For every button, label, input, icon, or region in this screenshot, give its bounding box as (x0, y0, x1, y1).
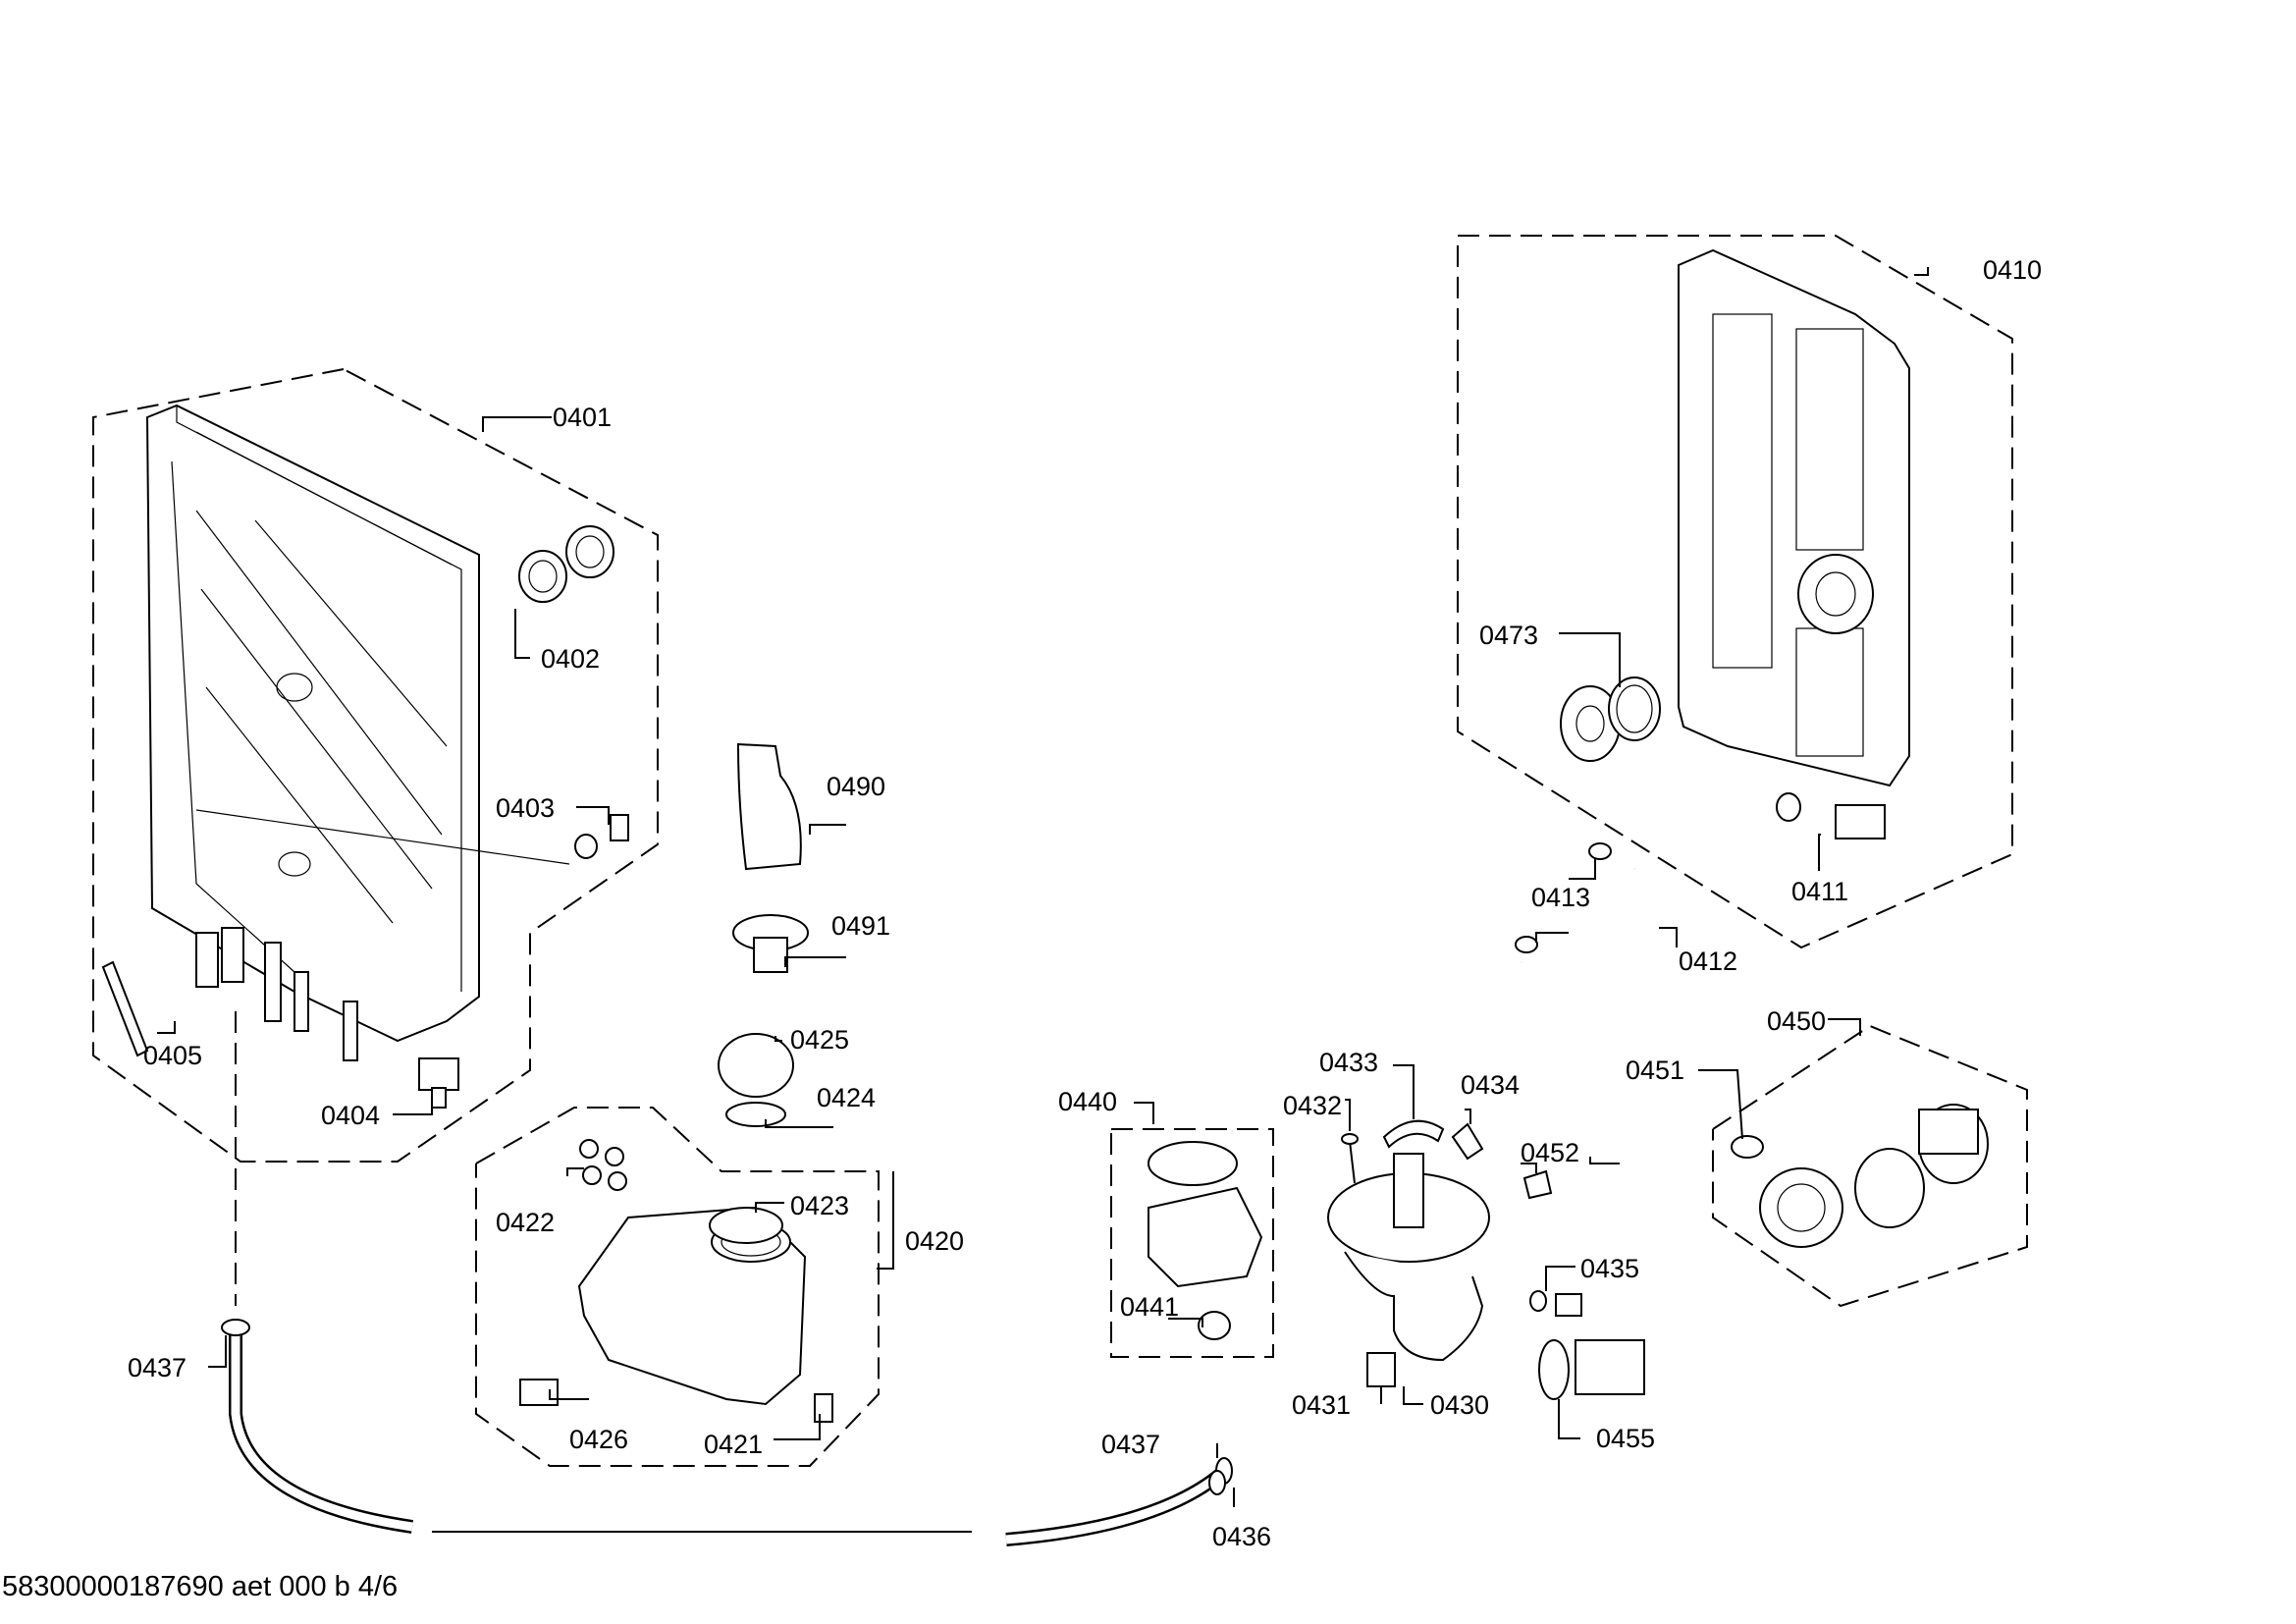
label-0421: 0421 (704, 1430, 763, 1459)
leader-lines (157, 267, 1929, 1507)
group-0450-outline (1712, 1024, 2028, 1308)
label-0403: 0403 (496, 793, 555, 823)
label-0441: 0441 (1120, 1292, 1179, 1322)
fitting-0403 (574, 814, 629, 859)
group-0440-outline (1110, 1128, 1274, 1358)
label-0424: 0424 (817, 1083, 876, 1112)
label-0435: 0435 (1580, 1254, 1639, 1283)
label-0425: 0425 (790, 1025, 849, 1055)
label-0437-right: 0437 (1101, 1430, 1160, 1459)
inserts-0422 (579, 1139, 627, 1191)
ring-0424 (725, 1102, 786, 1127)
label-0430: 0430 (1430, 1390, 1489, 1420)
pump-0450 (1759, 1104, 1989, 1248)
group-0420-outline (475, 1107, 880, 1467)
sensor-0404 (418, 1057, 459, 1109)
cap-0491 (732, 914, 809, 973)
label-0433: 0433 (1319, 1048, 1378, 1077)
sensor-0426 (519, 1379, 559, 1406)
group-0401-outline (92, 368, 659, 1163)
label-0473: 0473 (1479, 621, 1538, 650)
clip-0434 (1451, 1122, 1484, 1161)
seal-0423 (709, 1207, 783, 1244)
label-0437-left: 0437 (128, 1353, 187, 1382)
part-labels: 0401 0402 0403 0404 0405 0410 0411 0412 … (128, 255, 2042, 1551)
label-0405: 0405 (143, 1041, 202, 1070)
label-0420: 0420 (905, 1226, 964, 1256)
label-0450: 0450 (1767, 1006, 1826, 1036)
label-0491: 0491 (831, 911, 890, 941)
label-0432: 0432 (1283, 1091, 1342, 1120)
label-0490: 0490 (827, 772, 885, 801)
hose-0437-right (1005, 1457, 1233, 1546)
flange-0473 (1560, 677, 1661, 762)
sump-0430 (1327, 1153, 1490, 1362)
document-code: 58300000187690 aet 000 b 4/6 (2, 1571, 399, 1602)
sensor-0435 (1529, 1290, 1582, 1317)
clip-0421 (814, 1393, 833, 1423)
part-0452 (1522, 1169, 1553, 1200)
filter-0440 (1148, 1141, 1263, 1288)
label-0434: 0434 (1461, 1070, 1520, 1100)
label-0411: 0411 (1791, 877, 1848, 906)
label-0401: 0401 (553, 403, 612, 432)
clip-0405 (101, 960, 149, 1057)
label-0422: 0422 (496, 1208, 555, 1237)
fitting-0436 (1208, 1470, 1226, 1495)
label-0426: 0426 (569, 1425, 628, 1454)
connector-0411 (1776, 792, 1886, 839)
clamp-0413 (1515, 842, 1612, 953)
label-0423: 0423 (790, 1191, 849, 1220)
label-0452: 0452 (1521, 1138, 1579, 1167)
clamp-0451 (1731, 1135, 1764, 1159)
label-0455: 0455 (1596, 1424, 1655, 1453)
lid-0425 (718, 1033, 794, 1098)
funnel-0490 (736, 742, 802, 871)
clip-0433 (1382, 1119, 1445, 1149)
label-0402: 0402 (541, 644, 600, 674)
side-panel-0410 (1678, 248, 1910, 787)
side-panel-0401 (145, 404, 570, 1061)
label-0412: 0412 (1679, 947, 1737, 976)
label-0431: 0431 (1292, 1390, 1351, 1420)
part-0441 (1198, 1311, 1231, 1340)
heater-0455 (1538, 1339, 1645, 1400)
fitting-0431 (1366, 1352, 1396, 1387)
label-0436: 0436 (1212, 1522, 1271, 1551)
hose-0412 (1517, 866, 1664, 1024)
label-0404: 0404 (321, 1101, 380, 1130)
label-0410: 0410 (1983, 255, 2042, 285)
screw-0432 (1341, 1133, 1359, 1184)
group-0410-outline (1457, 235, 2013, 949)
label-0451: 0451 (1626, 1056, 1684, 1085)
grommet-0402 (518, 525, 614, 603)
hose-0437-left (221, 1319, 414, 1534)
label-0440: 0440 (1058, 1087, 1117, 1116)
label-0413: 0413 (1531, 883, 1590, 912)
